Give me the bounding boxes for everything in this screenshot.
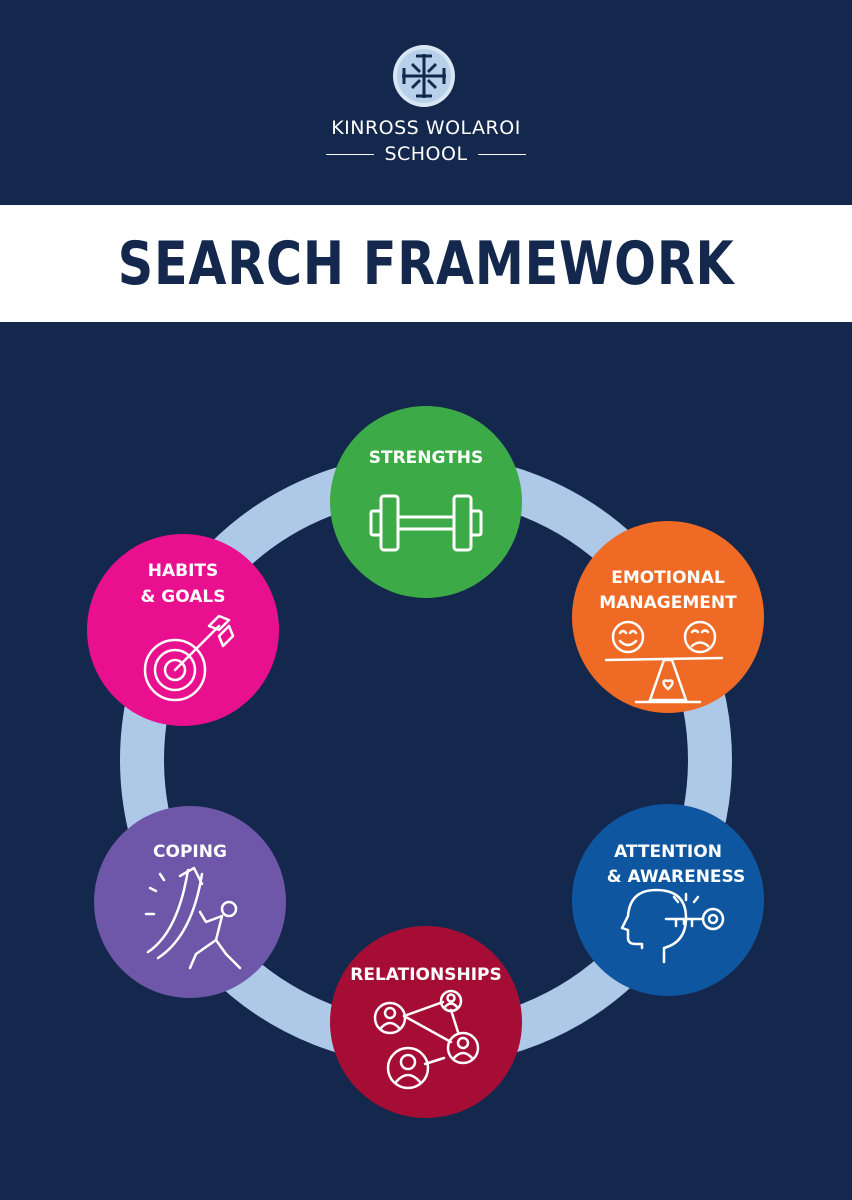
- page-title: SEARCH FRAMEWORK: [117, 228, 735, 299]
- node-strengths[interactable]: STRENGTHS: [330, 406, 522, 598]
- school-name-line2: SCHOOL: [0, 143, 852, 165]
- node-emotional-circle: [572, 521, 764, 713]
- framework-diagram: STRENGTHS EMOTIONAL MANAGEMENT AT: [87, 406, 764, 1118]
- dumbbell-icon: [369, 494, 483, 552]
- node-attention-circle: [572, 804, 764, 996]
- node-habits-label1: HABITS: [148, 561, 219, 581]
- node-attention-label2: & AWARENESS: [607, 867, 746, 887]
- node-attention-label1: ATTENTION: [614, 842, 722, 862]
- divider: [477, 153, 526, 155]
- school-name-line2-text: SCHOOL: [384, 143, 468, 165]
- node-emotional-management[interactable]: EMOTIONAL MANAGEMENT: [572, 521, 764, 713]
- node-strengths-circle: [330, 406, 522, 598]
- node-relationships-circle: [330, 926, 522, 1118]
- node-habits-goals[interactable]: HABITS & GOALS: [87, 534, 279, 726]
- node-coping-label: COPING: [153, 842, 227, 862]
- node-emotional-label2: MANAGEMENT: [599, 593, 737, 613]
- node-emotional-label1: EMOTIONAL: [611, 568, 725, 588]
- node-attention-awareness[interactable]: ATTENTION & AWARENESS: [572, 804, 764, 996]
- header: KINROSS WOLAROI SCHOOL: [0, 0, 852, 205]
- target-arrow-icon: [143, 614, 235, 702]
- head-key-icon: [620, 888, 725, 964]
- node-relationships[interactable]: RELATIONSHIPS: [330, 926, 522, 1118]
- node-coping[interactable]: COPING: [94, 806, 286, 998]
- node-relationships-label: RELATIONSHIPS: [350, 965, 501, 985]
- school-name-line1: KINROSS WOLAROI: [331, 117, 521, 139]
- node-habits-circle: [87, 534, 279, 726]
- network-people-icon: [373, 989, 480, 1090]
- node-strengths-label: STRENGTHS: [369, 448, 484, 468]
- divider: [326, 153, 375, 155]
- balance-scale-emotions-icon: [604, 620, 724, 704]
- node-coping-circle: [94, 806, 286, 998]
- school-crest-logo: [393, 45, 455, 107]
- person-pushing-arrow-icon: [144, 866, 242, 970]
- node-habits-label2: & GOALS: [141, 587, 226, 607]
- title-band: SEARCH FRAMEWORK: [0, 205, 852, 322]
